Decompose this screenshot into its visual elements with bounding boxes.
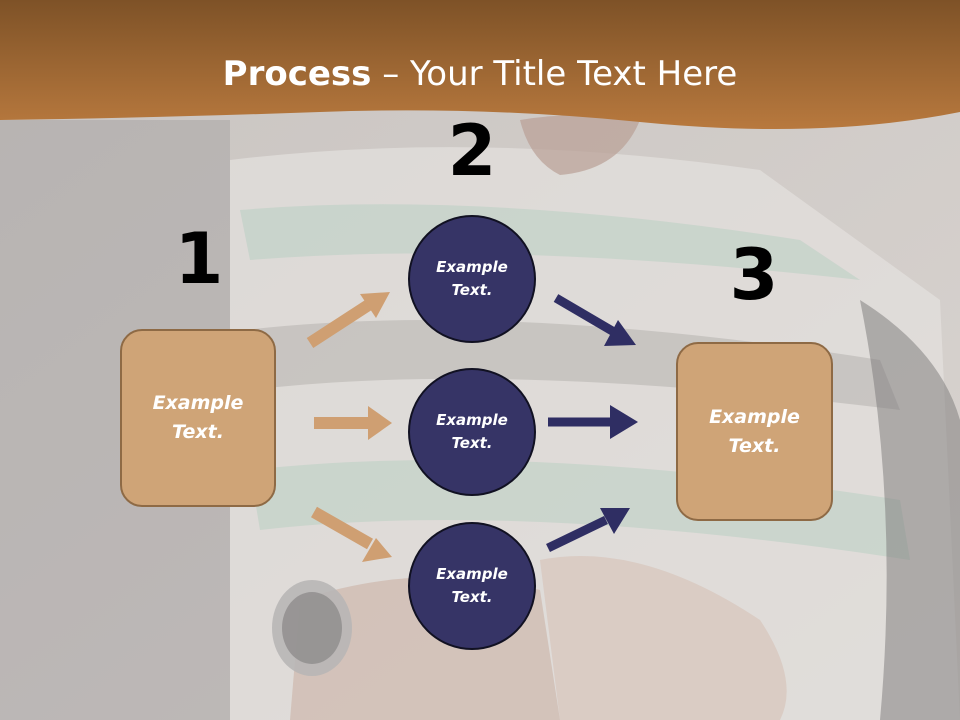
step-2-label-bottom: Example Text. <box>436 565 508 606</box>
step-number-1: 1 <box>174 218 224 300</box>
step-2-circle-bottom: Example Text. <box>408 522 536 650</box>
step-2-circle-top: Example Text. <box>408 215 536 343</box>
title-bold: Process <box>222 54 372 94</box>
arrow-down-right-navy <box>553 294 636 346</box>
title-rest: Your Title Text Here <box>410 54 738 94</box>
step-1-label: Example Text. <box>152 392 244 443</box>
step-2-label-top: Example Text. <box>436 258 508 299</box>
arrow-down-right-tan <box>311 506 392 562</box>
step-3-box: Example Text. <box>676 342 833 521</box>
step-2-label-middle: Example Text. <box>436 411 508 452</box>
step-3-label: Example Text. <box>709 405 800 457</box>
title-banner <box>0 0 960 130</box>
step-number-2: 2 <box>447 110 497 192</box>
step-number-3: 3 <box>729 234 779 316</box>
arrow-up-right-tan <box>306 292 390 349</box>
step-2-circle-middle: Example Text. <box>408 368 536 496</box>
page-title: Process – Your Title Text Here <box>0 52 960 96</box>
arrow-right-navy <box>548 405 638 439</box>
arrow-up-right-navy <box>546 508 630 553</box>
title-dash: – <box>371 54 411 94</box>
arrow-right-tan <box>314 406 392 440</box>
step-1-box: Example Text. <box>120 329 276 507</box>
